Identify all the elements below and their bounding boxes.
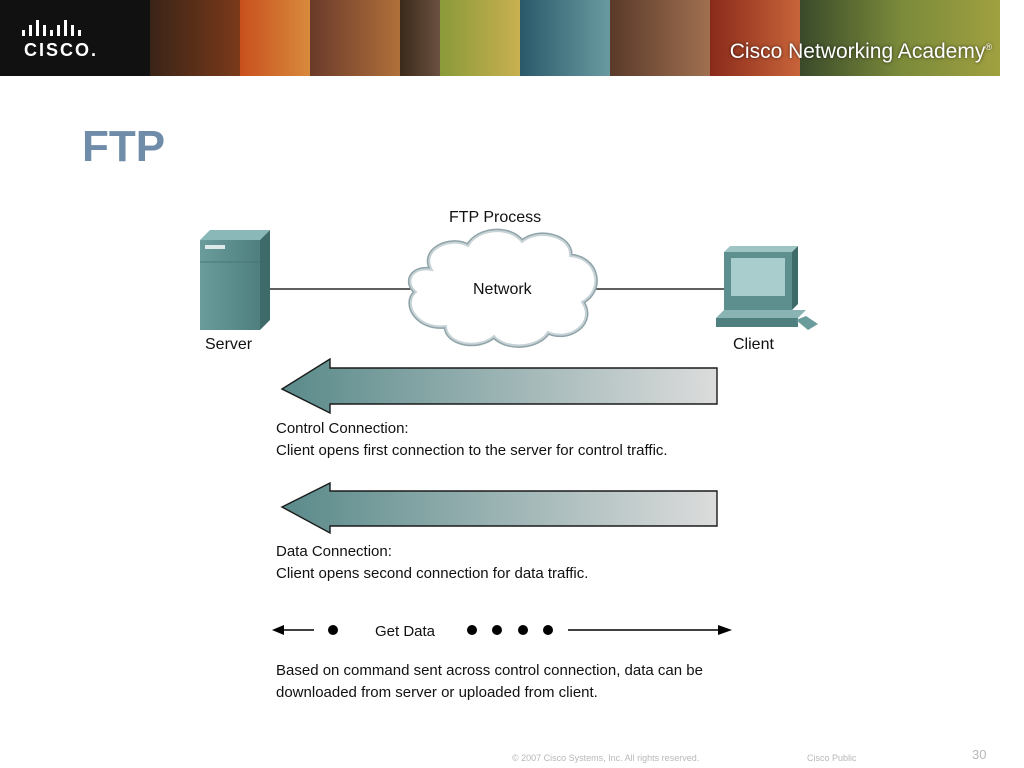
footer-classification: Cisco Public (807, 753, 857, 763)
data-connection-heading: Data Connection: (276, 543, 392, 560)
note-line-1: Based on command sent across control con… (276, 662, 703, 679)
cisco-logo-text: CISCO. (24, 40, 99, 60)
footer-copyright: © 2007 Cisco Systems, Inc. All rights re… (512, 753, 700, 763)
trademark-mark: ® (985, 42, 992, 52)
control-connection-arrow (280, 357, 718, 415)
get-data-label: Get Data (375, 623, 436, 640)
data-connection-description: Client opens second connection for data … (276, 565, 589, 582)
server-label: Server (205, 336, 253, 353)
control-connection-description: Client opens first connection to the ser… (276, 442, 668, 459)
cisco-bars-icon (22, 20, 81, 36)
note-line-2: downloaded from server or uploaded from … (276, 684, 598, 701)
slide-title: FTP (82, 122, 166, 171)
cisco-logo: CISCO. (0, 0, 150, 76)
banner-photo-strip (150, 0, 1000, 76)
academy-title: Cisco Networking Academy® (730, 40, 992, 64)
client-computer-icon (716, 246, 818, 330)
control-connection-heading: Control Connection: (276, 420, 409, 437)
client-label: Client (733, 336, 774, 353)
academy-title-text: Cisco Networking Academy (729, 40, 986, 63)
page-number: 30 (972, 747, 987, 762)
header-banner: CISCO. Cisco Networking Academy® (0, 0, 1000, 76)
network-cloud-icon (408, 228, 598, 348)
network-label: Network (473, 281, 532, 298)
ftp-process-title: FTP Process (449, 209, 542, 226)
data-connection-arrow (280, 481, 718, 535)
server-icon (200, 230, 270, 330)
get-data-arrow (272, 625, 732, 635)
